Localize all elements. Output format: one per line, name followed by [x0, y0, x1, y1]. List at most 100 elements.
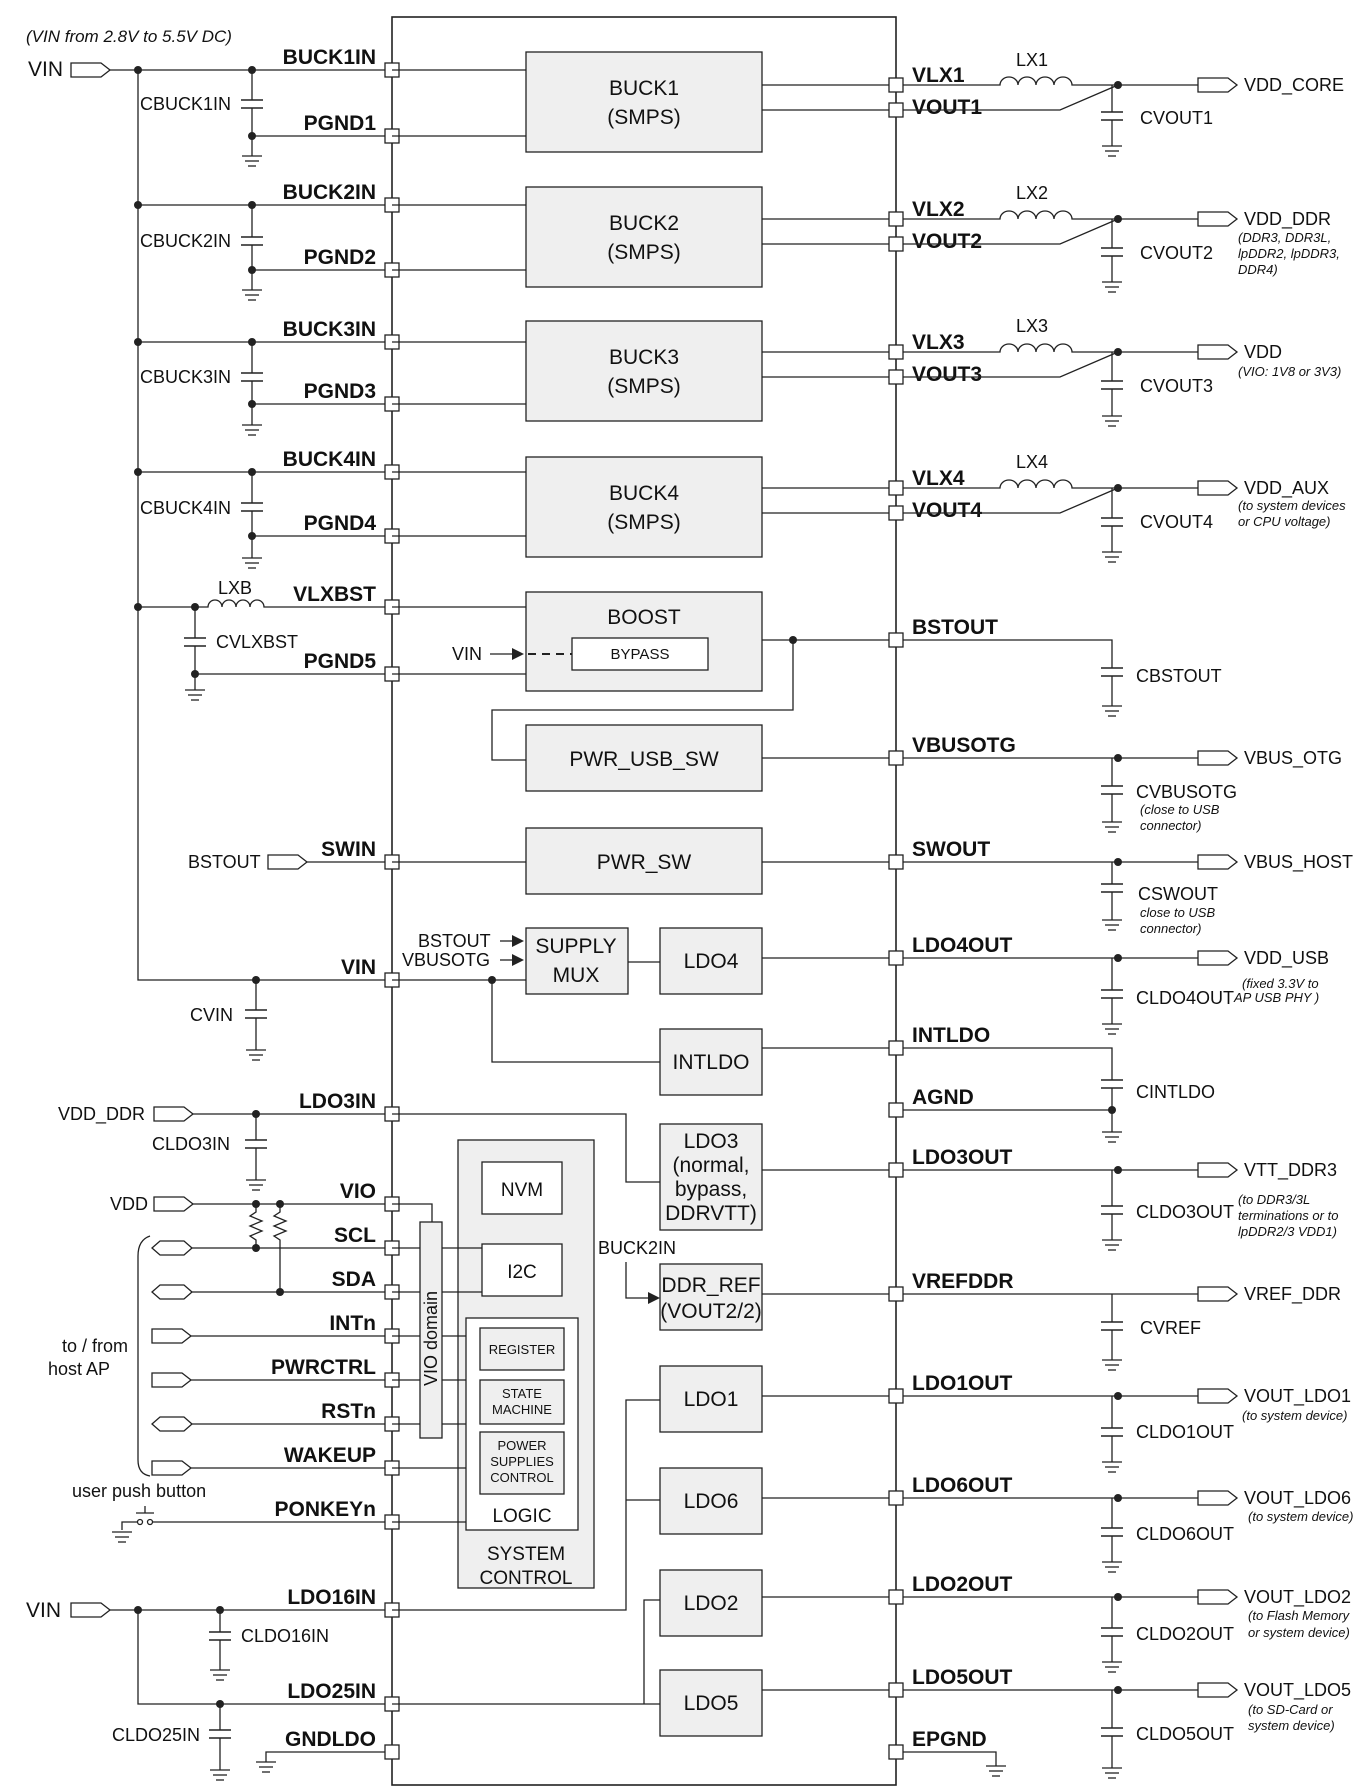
ldo4out-output: CLDO4OUT VDD_USB (fixed 3.3V to AP USB P… [903, 948, 1329, 1035]
svg-text:CVOUT1: CVOUT1 [1140, 108, 1213, 128]
svg-text:CLDO6OUT: CLDO6OUT [1136, 1524, 1234, 1544]
svg-text:CBSTOUT: CBSTOUT [1136, 666, 1222, 686]
svg-text:VOUT_LDO2: VOUT_LDO2 [1244, 1587, 1351, 1608]
svg-text:VDD_DDR: VDD_DDR [1244, 209, 1331, 230]
svg-text:(SMPS): (SMPS) [607, 511, 681, 534]
svg-text:or system device): or system device) [1248, 1625, 1350, 1640]
buck1-block: BUCK1 (SMPS) [525, 51, 763, 153]
svg-text:or CPU voltage): or CPU voltage) [1238, 514, 1330, 529]
svg-text:VIO: VIO [340, 1180, 376, 1203]
svg-text:DDR_REF: DDR_REF [661, 1274, 760, 1297]
ldo2-block: LDO2 [659, 1569, 763, 1637]
supply-mux-block: SUPPLY MUX [525, 927, 629, 995]
svg-text:BUCK2: BUCK2 [609, 212, 679, 235]
svg-text:(SMPS): (SMPS) [607, 241, 681, 264]
nvm-block [481, 1161, 563, 1215]
svg-text:BUCK1: BUCK1 [609, 77, 679, 100]
i2c-block [481, 1243, 563, 1297]
svg-text:VDD: VDD [1244, 342, 1282, 362]
svg-text:connector): connector) [1140, 921, 1201, 936]
svg-text:(to system devices: (to system devices [1238, 498, 1346, 513]
svg-text:VBUS_HOST: VBUS_HOST [1244, 852, 1353, 873]
buck1-output: LX1 CVOUT1 VDD_CORE [903, 50, 1344, 157]
svg-text:LDO6: LDO6 [684, 1490, 739, 1513]
cbuck3in-cap: CBUCK3IN [140, 338, 392, 436]
svg-text:(to Flash Memory: (to Flash Memory [1248, 1608, 1351, 1623]
svg-text:BUCK3: BUCK3 [609, 346, 679, 369]
svg-text:connector): connector) [1140, 818, 1201, 833]
svg-text:(to DDR3/3L: (to DDR3/3L [1238, 1192, 1310, 1207]
swout-output: CSWOUT close to USB connector) VBUS_HOST [903, 852, 1353, 936]
svg-text:PWR_SW: PWR_SW [597, 851, 692, 874]
svg-text:VTT_DDR3: VTT_DDR3 [1244, 1160, 1337, 1181]
svg-text:NVM: NVM [501, 1180, 543, 1201]
svg-text:VLX1: VLX1 [912, 64, 965, 87]
left-pins: BUCK1IN PGND1 BUCK2IN PGND2 BUCK3IN PGND… [271, 46, 400, 1760]
svg-text:VLX3: VLX3 [912, 331, 965, 354]
svg-text:CLDO3OUT: CLDO3OUT [1136, 1202, 1234, 1222]
svg-text:VBUS_OTG: VBUS_OTG [1244, 748, 1342, 769]
bypass-vin-label: VIN [452, 644, 482, 664]
svg-text:VOUT3: VOUT3 [912, 363, 982, 386]
svg-text:system device): system device) [1248, 1718, 1335, 1733]
svg-text:VREF_DDR: VREF_DDR [1244, 1284, 1341, 1305]
svg-text:(SMPS): (SMPS) [607, 375, 681, 398]
svg-text:CLDO4OUT: CLDO4OUT [1136, 988, 1234, 1008]
intldo-block: INTLDO [659, 1028, 763, 1096]
svg-text:SUPPLY: SUPPLY [535, 935, 616, 958]
gndldo-wire [265, 1751, 392, 1762]
push-button-label: user push button [72, 1481, 206, 1501]
svg-text:LDO16IN: LDO16IN [287, 1586, 376, 1609]
pwr-sw-block: PWR_SW [525, 827, 763, 895]
svg-text:LDO25IN: LDO25IN [287, 1680, 376, 1703]
svg-text:SUPPLIES: SUPPLIES [490, 1454, 554, 1469]
buck3-block: BUCK3 (SMPS) [525, 320, 763, 422]
svg-text:AP USB PHY ): AP USB PHY ) [1233, 990, 1319, 1005]
vbusotg-output: CVBUSOTG (close to USB connector) VBUS_O… [903, 748, 1342, 833]
ldo3out-output: CLDO3OUT VTT_DDR3 (to DDR3/3L terminatio… [903, 1160, 1338, 1251]
ldo3-block: LDO3 (normal, bypass, DDRVTT) [659, 1123, 763, 1231]
svg-text:SCL: SCL [334, 1224, 376, 1247]
mux-bstout-label: BSTOUT [418, 931, 491, 951]
svg-text:INTLDO: INTLDO [912, 1024, 990, 1047]
lxb-inductor: LXB [138, 578, 392, 608]
svg-text:MACHINE: MACHINE [492, 1402, 552, 1417]
vin-bottom-label: VIN [26, 1599, 61, 1622]
svg-text:VDD_AUX: VDD_AUX [1244, 478, 1329, 499]
svg-text:EPGND: EPGND [912, 1728, 987, 1751]
svg-text:BUCK1IN: BUCK1IN [283, 46, 376, 69]
ldo2out-output: CLDO2OUT VOUT_LDO2 (to Flash Memory or s… [903, 1587, 1351, 1673]
svg-text:LDO2: LDO2 [684, 1592, 739, 1615]
svg-text:CBUCK4IN: CBUCK4IN [140, 498, 231, 518]
svg-text:VOUT2: VOUT2 [912, 230, 982, 253]
svg-text:LDO2OUT: LDO2OUT [912, 1573, 1013, 1596]
epgnd-wire [903, 1751, 997, 1766]
svg-text:CVREF: CVREF [1140, 1318, 1201, 1338]
svg-text:POWER: POWER [497, 1438, 546, 1453]
svg-text:CLDO25IN: CLDO25IN [112, 1725, 200, 1745]
svg-text:(SMPS): (SMPS) [607, 106, 681, 129]
svg-text:LDO4OUT: LDO4OUT [912, 934, 1013, 957]
svg-text:PONKEYn: PONKEYn [274, 1498, 376, 1521]
vin-range-note: (VIN from 2.8V to 5.5V DC) [26, 27, 232, 46]
svg-text:LDO3IN: LDO3IN [299, 1090, 376, 1113]
ldo4-block: LDO4 [659, 927, 763, 995]
svg-text:REGISTER: REGISTER [489, 1342, 555, 1357]
svg-text:LOGIC: LOGIC [492, 1506, 551, 1527]
svg-text:VOUT_LDO5: VOUT_LDO5 [1244, 1680, 1351, 1701]
host-ap-label-2: host AP [48, 1359, 110, 1379]
cvlxbst-cap: CVLXBST [183, 603, 392, 701]
buck4-block: BUCK4 (SMPS) [525, 456, 763, 558]
svg-text:LDO1OUT: LDO1OUT [912, 1372, 1013, 1395]
svg-text:VOUT_LDO1: VOUT_LDO1 [1244, 1386, 1351, 1407]
push-button-switch [111, 1506, 392, 1543]
svg-text:(to system device): (to system device) [1242, 1408, 1347, 1423]
ldo1-block: LDO1 [659, 1365, 763, 1433]
svg-text:VDD_USB: VDD_USB [1244, 948, 1329, 969]
svg-text:VIN: VIN [341, 956, 376, 979]
svg-text:GNDLDO: GNDLDO [285, 1728, 376, 1751]
host-ap-brace [137, 1235, 151, 1477]
svg-text:LX1: LX1 [1016, 50, 1048, 70]
svg-text:CVIN: CVIN [190, 1005, 233, 1025]
svg-text:INTLDO: INTLDO [672, 1051, 749, 1074]
